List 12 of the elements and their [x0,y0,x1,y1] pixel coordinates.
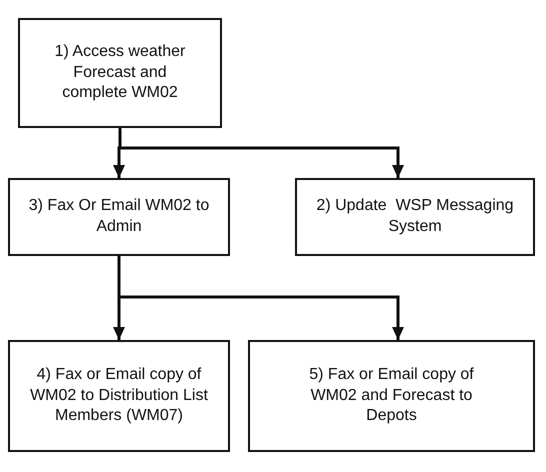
process-box [248,340,535,452]
arrow [118,256,404,340]
step-text: 4) Fax or Email copy of WM02 to Distribution List Members (WM07) [29,364,209,426]
process-box [8,178,230,256]
step-text: 3) Fax Or Email WM02 to Admin [28,196,210,237]
step-text: 2) Update WSP Messaging System [315,196,515,237]
step-text: 1) Access weather Forecast and complete WM02 [54,42,186,104]
arrow [118,128,404,178]
process-box [8,340,230,452]
process-box [18,18,222,128]
process-box [295,178,535,256]
step-text: 5) Fax or Email copy of WM02 and Forecast to Depots [308,364,475,426]
